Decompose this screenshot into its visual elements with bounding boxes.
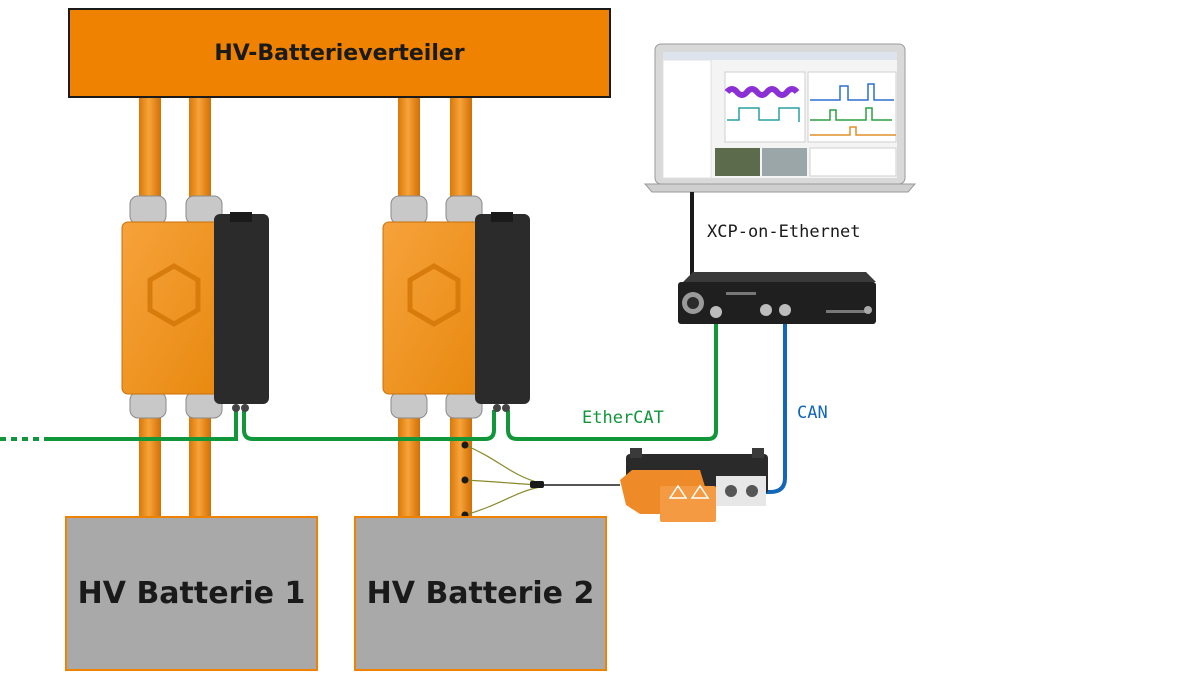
battery-distributor-box: HV-Batterieverteiler [68, 8, 611, 98]
hv-measurement-module-icon [382, 195, 530, 419]
ethercat-gateway-icon [678, 272, 876, 324]
battery-1-label: HV Batterie 1 [77, 576, 306, 611]
hv-measurement-module-icon [121, 195, 269, 419]
battery-1-box: HV Batterie 1 [65, 516, 318, 671]
battery-2-label: HV Batterie 2 [366, 576, 595, 611]
distributor-label: HV-Batterieverteiler [214, 40, 465, 66]
ethercat-line [0, 310, 718, 441]
battery-2-box: HV Batterie 2 [354, 516, 607, 671]
laptop-icon [643, 43, 917, 193]
can-line [752, 310, 787, 494]
sensor-wires [464, 444, 620, 516]
xcp-label: XCP-on-Ethernet [707, 222, 861, 242]
can-label: CAN [797, 403, 828, 423]
ethercat-label: EtherCAT [582, 408, 664, 428]
data-logger-icon [620, 448, 768, 522]
